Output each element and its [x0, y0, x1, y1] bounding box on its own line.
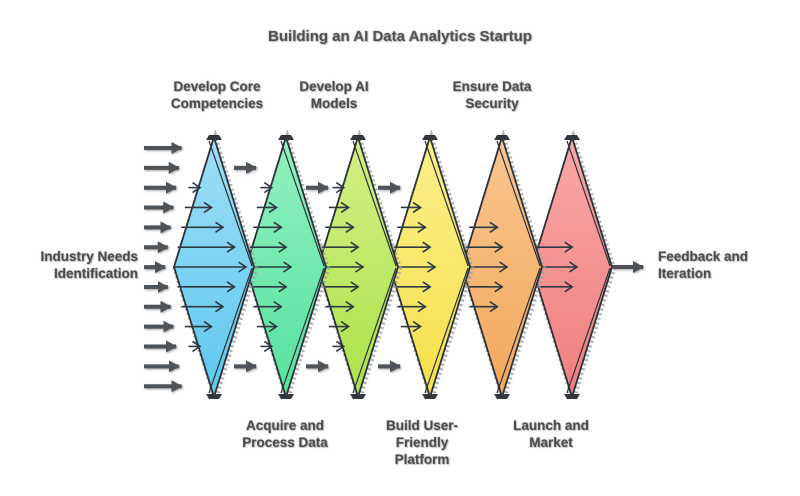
stage-1-bottom-cap [206, 394, 222, 399]
stage-label-line: Launch and [513, 418, 589, 433]
stage-label-launch-and-market: Launch and Market [461, 417, 641, 451]
stage-label-acquire-process-data: Acquire and Process Data [195, 417, 375, 451]
stage-6-bottom-cap [564, 394, 580, 399]
stage-6-group [530, 129, 617, 408]
stage-label-line: Build User- [385, 418, 458, 433]
stage-5-fold-bottom [496, 267, 541, 394]
stage-label-line: Platform [394, 452, 450, 467]
stage-1-fold-top [208, 140, 253, 267]
stage-label-line: Develop AI [299, 79, 369, 94]
stage-2-top-cap [278, 135, 294, 140]
stage-label-line: Models [310, 96, 358, 111]
stage-4-top-cap [422, 135, 438, 140]
stage-6-fold-top [566, 140, 611, 267]
stage-5-bottom-cap [494, 394, 510, 399]
stage-label-line: Market [529, 435, 573, 450]
stage-label-ensure-data-security: Ensure Data Security [402, 78, 582, 112]
side-label-line: Identification [54, 266, 138, 281]
stage-1-top-cap [206, 135, 222, 140]
stage-5-group [460, 129, 547, 408]
output-label-feedback-and-iteration: Feedback and Iteration [658, 248, 798, 282]
side-label-line: Iteration [658, 266, 712, 281]
stage-label-line: Security [465, 96, 519, 111]
stage-4-bottom-cap [422, 394, 438, 399]
stage-4-group [388, 129, 475, 408]
input-arrows [144, 142, 183, 393]
stage-6-fold-bottom [566, 267, 611, 394]
stage-3-group [316, 129, 403, 408]
stage-label-line: Acquire and [245, 418, 324, 433]
stage-5-top-cap [494, 135, 510, 140]
page-title: Building an AI Data Analytics Startup [268, 28, 532, 45]
stage-label-line: Process Data [242, 435, 328, 450]
stage-3-fold-top [352, 140, 397, 267]
stage-label-build-user-friendly-platform: Build User- Friendly Platform [332, 417, 512, 468]
gap-arrows [234, 161, 401, 373]
stage-6-top-cap [564, 135, 580, 140]
stage-4-fold-bottom [424, 267, 469, 394]
stage-2-group [244, 129, 331, 408]
stage-label-develop-ai-models: Develop AI Models [244, 78, 424, 112]
stage-label-line: Ensure Data [452, 79, 532, 94]
stage-label-develop-core-competencies: Develop Core Competencies [127, 78, 307, 112]
stage-3-bottom-cap [350, 394, 366, 399]
stage-2-fold-bottom [280, 267, 325, 394]
stage-3-fold-bottom [352, 267, 397, 394]
stage-1-fold-bottom [208, 267, 253, 394]
stage-2-fold-top [280, 140, 325, 267]
stage-2-bottom-cap [278, 394, 294, 399]
stage-4-fold-top [424, 140, 469, 267]
stage-3-top-cap [350, 135, 366, 140]
stage-label-line: Friendly [395, 435, 449, 450]
stage-5-fold-top [496, 140, 541, 267]
input-label-industry-needs-identification: Industry Needs Identification [14, 248, 138, 282]
stage-label-line: Competencies [170, 96, 264, 111]
side-label-line: Feedback and [658, 249, 749, 264]
side-label-line: Industry Needs [40, 249, 138, 264]
stage-1-group [172, 129, 259, 408]
stage-label-line: Develop Core [173, 79, 261, 94]
